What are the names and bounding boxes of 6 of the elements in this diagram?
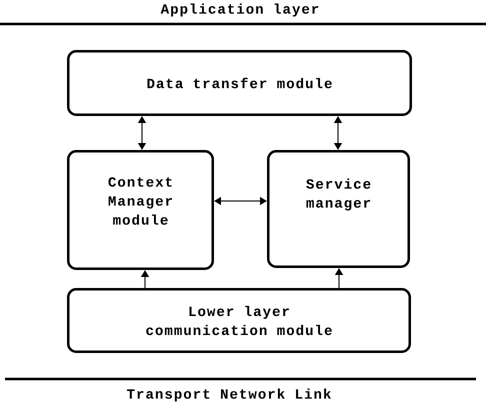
module-box: Data transfer module [67,50,412,116]
layer-label: Transport Network Link [127,388,331,402]
module-box: Context Manager module [67,150,214,270]
module-box: Service manager [267,150,410,268]
module-box: Lower layer communication module [67,288,411,353]
layer-label: Application layer [160,3,318,17]
